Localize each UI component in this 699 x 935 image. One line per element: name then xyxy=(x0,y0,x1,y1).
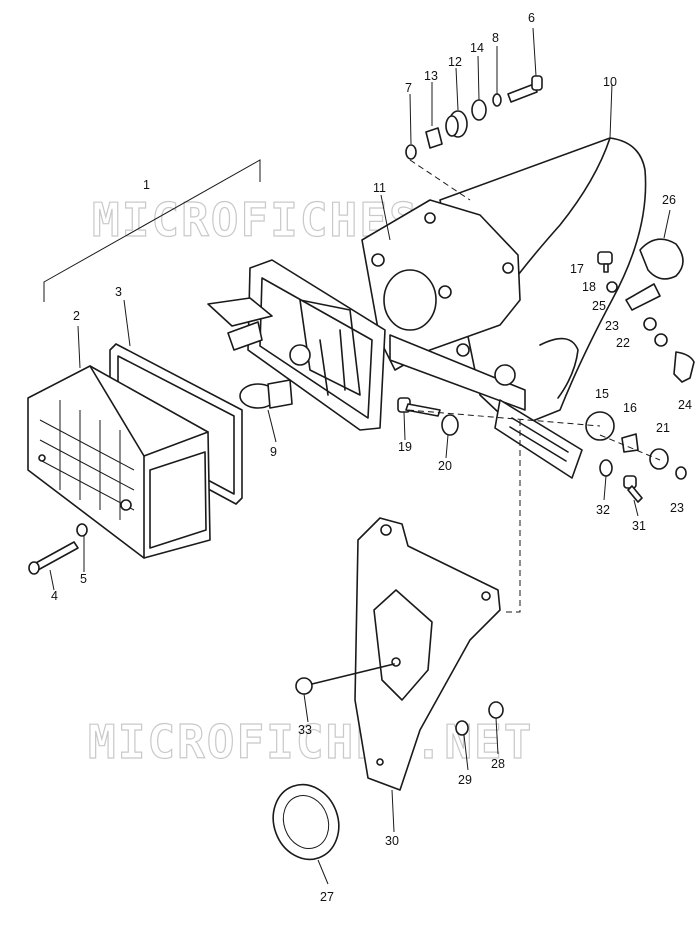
label-2: 2 xyxy=(73,309,80,323)
part-28-nut xyxy=(488,701,504,719)
label-21: 21 xyxy=(656,421,670,435)
part-9-bulb xyxy=(239,379,293,409)
part-11-plate-bracket xyxy=(361,199,526,411)
label-24: 24 xyxy=(678,398,692,412)
label-14: 14 xyxy=(470,41,484,55)
part-27-reflector xyxy=(272,783,340,861)
assembly-bracket-1 xyxy=(43,159,261,302)
part-26-knob xyxy=(639,238,684,280)
label-33: 33 xyxy=(298,723,312,737)
part-30-lower-bracket xyxy=(354,517,501,791)
label-10: 10 xyxy=(603,75,617,89)
label-7: 7 xyxy=(405,81,412,95)
part-socket xyxy=(207,297,273,351)
part-8-washer xyxy=(492,93,502,107)
part-13-collar xyxy=(425,127,443,149)
label-12: 12 xyxy=(448,55,462,69)
part-lamp-base xyxy=(247,259,386,431)
label-20: 20 xyxy=(438,459,452,473)
part-21-washer xyxy=(649,448,669,470)
label-5: 5 xyxy=(80,572,87,586)
label-17: 17 xyxy=(570,262,584,276)
part-23-nut-lower xyxy=(675,466,687,480)
label-11: 11 xyxy=(373,181,386,195)
label-29: 29 xyxy=(458,773,472,787)
label-23-upper: 23 xyxy=(605,319,619,333)
part-31-bolt xyxy=(623,475,643,503)
label-30: 30 xyxy=(385,834,399,848)
label-9: 9 xyxy=(270,445,277,459)
part-2-lens xyxy=(27,365,211,559)
part-19-bolt xyxy=(397,397,441,417)
label-13: 13 xyxy=(424,69,438,83)
label-19: 19 xyxy=(398,440,412,454)
part-14-washer xyxy=(471,99,487,121)
label-32: 32 xyxy=(596,503,610,517)
label-8: 8 xyxy=(492,31,499,45)
part-labels: 1 2 3 4 5 6 7 8 9 10 11 12 13 14 15 16 1… xyxy=(51,11,692,904)
label-4: 4 xyxy=(51,589,58,603)
part-22-nut xyxy=(654,333,668,347)
label-23-lower: 23 xyxy=(670,501,684,515)
part-23-nut-upper xyxy=(643,317,657,331)
label-26: 26 xyxy=(662,193,676,207)
part-18-washer xyxy=(606,281,618,293)
assembly-lines xyxy=(407,159,661,613)
label-6: 6 xyxy=(528,11,535,25)
part-4-screw xyxy=(28,541,79,575)
part-25-clip xyxy=(625,283,661,311)
part-32-washer xyxy=(599,459,613,477)
label-22: 22 xyxy=(616,336,630,350)
part-17-bolt xyxy=(597,251,613,273)
label-3: 3 xyxy=(115,285,122,299)
label-28: 28 xyxy=(491,757,505,771)
part-24-cap xyxy=(673,351,695,383)
label-16: 16 xyxy=(623,401,637,415)
label-25: 25 xyxy=(592,299,606,313)
label-18: 18 xyxy=(582,280,596,294)
leader-lines xyxy=(49,27,671,885)
label-31: 31 xyxy=(632,519,646,533)
label-15: 15 xyxy=(595,387,609,401)
label-27: 27 xyxy=(320,890,334,904)
label-1: 1 xyxy=(143,178,150,192)
part-5-washer xyxy=(76,523,88,537)
part-16-collar xyxy=(621,433,639,453)
part-20-washer xyxy=(441,414,459,436)
part-7-washer xyxy=(405,144,417,160)
part-29-nut xyxy=(455,720,469,736)
part-12-grommet xyxy=(445,110,468,138)
part-6-bolt xyxy=(507,75,543,103)
part-adjuster-strip xyxy=(494,399,583,479)
